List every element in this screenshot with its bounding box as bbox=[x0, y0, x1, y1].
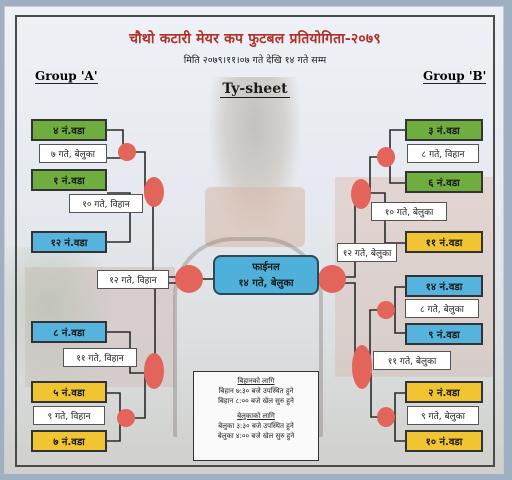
final-match-box: फाईनल १४ गते, बेलुका bbox=[213, 255, 319, 295]
final-time: १४ गते, बेलुका bbox=[238, 278, 294, 289]
match-time: ९ गते, विहान bbox=[33, 406, 105, 425]
match-marker bbox=[351, 179, 371, 209]
match-time: ९ गते, बेलुका bbox=[407, 406, 479, 425]
match-time: १० गते, विहान bbox=[69, 194, 143, 213]
match-marker bbox=[118, 143, 136, 161]
match-marker bbox=[377, 301, 395, 319]
team-ward-7: ७ नं.वडा bbox=[31, 430, 107, 452]
team-ward-8: ८ नं.वडा bbox=[31, 321, 107, 343]
match-time: १२ गते, बेलुका bbox=[337, 243, 397, 262]
tie-sheet-label: Ty-sheet bbox=[220, 81, 290, 98]
match-marker bbox=[144, 177, 164, 207]
evening-arrival: बेलुका ३:३० बजे उपस्थित हुने bbox=[218, 422, 294, 430]
bracket-line bbox=[134, 373, 146, 419]
match-time: ११ गते, बेलुका bbox=[373, 351, 451, 370]
semifinal-marker bbox=[318, 265, 346, 293]
team-ward-6: ६ नं.वडा bbox=[405, 171, 483, 193]
team-ward-11: ११ नं.वडा bbox=[405, 231, 483, 253]
match-marker bbox=[352, 345, 372, 389]
match-time: १२ गते, विहान bbox=[97, 270, 169, 289]
match-time: ७ गते, बेलुका bbox=[39, 144, 107, 163]
match-marker bbox=[144, 353, 164, 389]
team-ward-14: १४ नं.वडा bbox=[405, 275, 483, 297]
match-time: ११ गते, विहान bbox=[63, 348, 137, 367]
team-ward-3: ३ नं.वडा bbox=[405, 119, 483, 141]
group-a-label: Group 'A' bbox=[35, 69, 98, 84]
team-ward-5: ५ नं.वडा bbox=[31, 381, 107, 403]
evening-heading: बेलुकाको लागि bbox=[237, 412, 275, 420]
group-b-label: Group 'B' bbox=[423, 69, 487, 84]
morning-arrival: बिहान ७:३० बजे उपस्थित हुने bbox=[218, 387, 294, 395]
poster-title: चौथो कटारी मेयर कप फुटबल प्रतियोगिता-२०७… bbox=[129, 31, 381, 47]
team-ward-2: २ नं.वडा bbox=[405, 381, 483, 403]
team-ward-1: १ नं.वडा bbox=[31, 169, 107, 191]
team-ward-4: ४ नं.वडा bbox=[31, 119, 107, 141]
match-marker bbox=[117, 409, 135, 427]
poster-frame bbox=[15, 15, 495, 467]
morning-heading: बिहानको लागि bbox=[237, 377, 275, 385]
team-ward-10: १० नं.वडा bbox=[405, 430, 483, 452]
bracket-line bbox=[107, 192, 131, 243]
match-time: ८ गते, बेलुका bbox=[405, 299, 479, 318]
team-ward-9: ९ नं.वडा bbox=[405, 323, 483, 345]
match-time: ८ गते, विहान bbox=[407, 144, 479, 163]
bracket-line bbox=[135, 151, 146, 193]
morning-kickoff: बिहान ८:०० बजे खेल सुरु हुने bbox=[218, 397, 294, 405]
schedule-notes: बिहानको लागि बिहान ७:३० बजे उपस्थित हुने… bbox=[193, 371, 319, 461]
final-label: फाईनल bbox=[252, 262, 280, 273]
team-ward-12: १२ नं.वडा bbox=[31, 231, 107, 253]
evening-kickoff: बेलुका ४:०० बजे खेल सुरु हुने bbox=[217, 432, 295, 440]
match-marker bbox=[377, 407, 395, 427]
match-time: १० गते, बेलुका bbox=[371, 202, 447, 221]
semifinal-marker bbox=[175, 265, 203, 293]
tie-sheet-heading: Ty-sheet bbox=[5, 81, 503, 98]
date-range: मिति २०७९।११।०७ गते देखि १४ गते सम्म bbox=[183, 55, 327, 66]
tie-sheet-poster: चौथो कटारी मेयर कप फुटबल प्रतियोगिता-२०७… bbox=[4, 6, 504, 474]
match-marker bbox=[377, 147, 395, 167]
